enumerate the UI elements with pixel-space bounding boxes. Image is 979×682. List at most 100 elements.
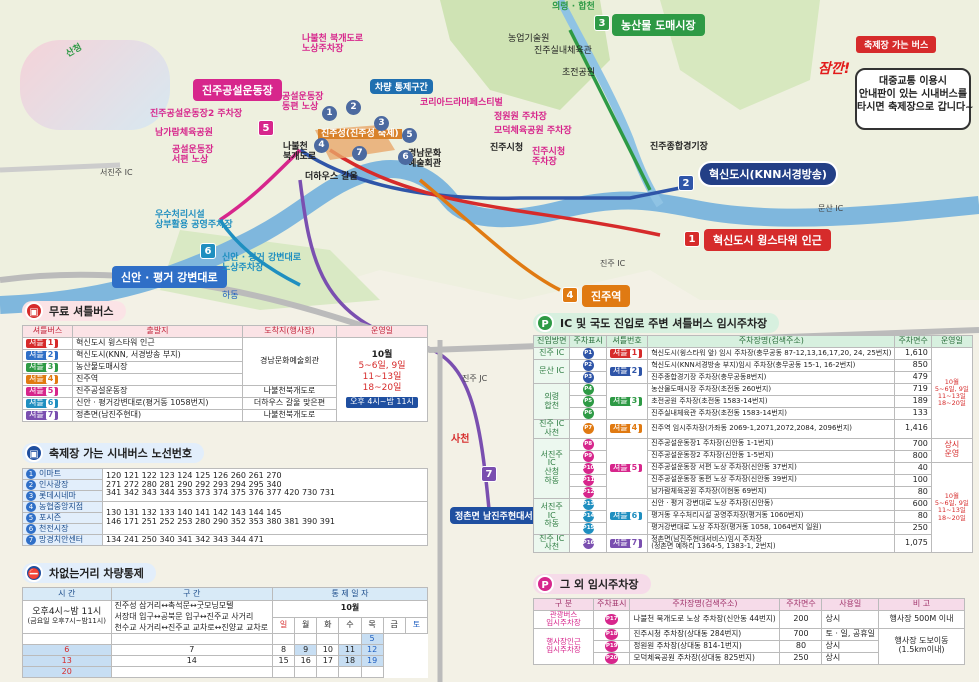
parking-marker: P18: [605, 628, 619, 640]
label-hyeoksin-knn: 혁신도시(KNN서경방송): [698, 161, 838, 187]
label-stadium2: 진주공설운동장2 주차장: [150, 109, 243, 119]
calendar-day: 10: [316, 644, 340, 657]
calendar-day: 20: [22, 666, 112, 679]
parking-icon: P: [536, 575, 554, 593]
parking-marker: P13: [582, 498, 594, 510]
calendar-day: 13: [22, 655, 112, 668]
label-namgang: 남가람체육공원: [155, 128, 213, 138]
balloon-illustration: [20, 40, 170, 130]
parking-marker: P9: [582, 450, 594, 462]
mascot-sign: 축제장 가는 버스: [856, 36, 937, 53]
label-art-center: 경남문화 예술회관: [408, 149, 442, 170]
calendar-day: 16: [294, 655, 318, 668]
label-city-hall: 진주시청: [490, 143, 524, 153]
calendar-week: 5: [22, 633, 428, 646]
calendar-day: 6: [22, 644, 112, 657]
weekday: 토: [404, 616, 429, 635]
label-hyeoksin-wings: 혁신도시 윙스타워 인근: [704, 229, 831, 251]
calendar-day: [22, 633, 112, 646]
label-munsan-ic: 문산 IC: [818, 204, 844, 213]
label-sacheon: 사천: [451, 434, 470, 445]
calendar-day: [272, 666, 296, 679]
label-nabeol-north: 나불천 북개도로 노상주차장: [302, 34, 364, 55]
parking-marker: P4: [582, 384, 594, 395]
parking-marker: P20: [605, 652, 619, 664]
shuttle-3-marker: 3: [594, 15, 610, 31]
bus-icon: ▣: [25, 444, 43, 462]
parking-marker: P10: [582, 462, 594, 474]
label-car-control: 차량 통제구간: [370, 79, 433, 94]
mascot-jang: 잠깐!: [818, 61, 851, 77]
label-sinan-pyeonggeo-pk: 신안 · 평거 강변대로 노상주차장: [222, 253, 302, 274]
shuttle-6-marker: 6: [200, 243, 216, 259]
label-sinan-pyeonggeo: 신안 · 평거 강변대로: [112, 266, 227, 288]
label-deouse: 더하우스 갈울: [305, 172, 358, 182]
label-uijeong: 의령 · 합천: [552, 2, 595, 12]
label-jonghap: 진주종합경기장: [650, 142, 708, 152]
car-icon: ⛔: [25, 564, 43, 582]
parking-icon: P: [536, 314, 554, 332]
label-stadium-west: 공설운동장 서편 노상: [172, 145, 214, 166]
parking-marker: P5: [582, 396, 594, 407]
calendar-day: 14: [110, 655, 274, 668]
ic-table: 진입방면 주차표시 셔틀번호 주차장명(검색주소) 주차면수 운영일 진주 IC…: [532, 335, 973, 554]
parking-marker: P6: [582, 408, 594, 419]
label-seojinju-ic: 서진주 IC: [100, 168, 133, 177]
parking-marker: P16: [582, 537, 594, 549]
road-title: ⛔ 차없는거리 차량통제: [22, 563, 156, 583]
calendar-day: [110, 666, 274, 679]
shuttle-1-marker: 1: [684, 231, 700, 247]
other-table: 구 분 주차표시 주차장명(검색주소) 주차면수 사용일 비 고 관광버스 임시…: [533, 598, 965, 665]
parking-marker: P8: [582, 438, 594, 450]
calendar-day: 5: [360, 633, 384, 646]
shuttle-7-marker: 7: [481, 466, 497, 482]
parking-marker: P2: [582, 360, 594, 371]
parking-marker: P11: [582, 474, 594, 486]
label-jinju-jc: 진주 JC: [462, 374, 488, 383]
label-city-hall-pk: 진주시청 주차장: [532, 147, 566, 168]
calendar-day: 8: [272, 644, 296, 657]
weekday: 화: [316, 616, 340, 635]
calendar-day: 11: [338, 644, 362, 657]
calendar-day: 7: [110, 644, 274, 657]
parking-marker: P1: [582, 348, 594, 359]
weekday: 월: [294, 616, 318, 635]
label-stadium-east: 공설운동장 동편 노상: [282, 92, 324, 113]
parking-marker: P12: [582, 486, 594, 498]
busno-title: ▣ 축제장 가는 시내버스 노선번호: [22, 443, 205, 463]
calendar-day: [338, 633, 362, 646]
label-yeonghyeon: 정원원 주차장: [494, 112, 547, 122]
label-nonghyup: 농업기술원: [508, 34, 550, 44]
calendar-day: 17: [316, 655, 340, 668]
label-nabeol: 나불천 북개도로: [283, 142, 317, 163]
label-hado: 하동: [222, 291, 239, 301]
label-jinju-station: 진주역: [582, 285, 631, 307]
